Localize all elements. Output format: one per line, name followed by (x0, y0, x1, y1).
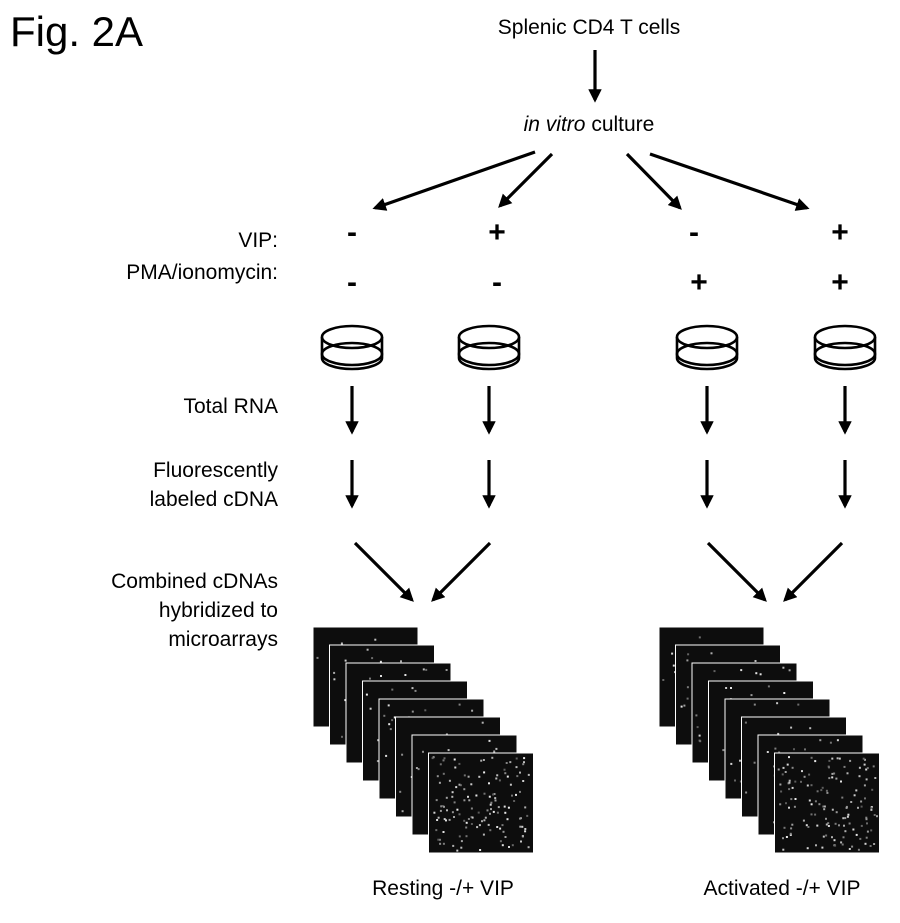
arrow-combine-4 (783, 541, 844, 602)
arrow-to-condition-3 (625, 152, 682, 210)
vip-row-label: VIP: (238, 229, 278, 252)
arrow-combine-1 (353, 541, 414, 602)
arrow-to-condition-4 (649, 152, 810, 211)
vip-sign-4: + (831, 216, 849, 249)
microarray-stack-resting (312, 626, 534, 854)
activated-group-label: Activated -/+ VIP (703, 877, 861, 900)
combined-label: Combined cDNAs hybridized to microarrays (111, 570, 278, 651)
source-label: Splenic CD4 T cells (497, 16, 681, 39)
microarray-stack-activated (658, 626, 880, 854)
pma-row-label: PMA/ionomycin: (126, 261, 278, 284)
culture-italic: in vitro (523, 113, 586, 136)
pma-sign-2: - (492, 266, 502, 299)
dish-icon-1 (320, 324, 384, 371)
pma-sign-3: + (690, 266, 708, 299)
vip-sign-3: - (689, 216, 699, 249)
microarray-slide (428, 752, 534, 854)
pma-sign-4: + (831, 266, 849, 299)
dish-icon-2 (457, 324, 521, 371)
resting-group-label: Resting -/+ VIP (372, 877, 514, 900)
arrow-combine-2 (431, 541, 492, 602)
pma-sign-1: - (347, 266, 357, 299)
arrow-combine-3 (706, 541, 767, 602)
arrow-to-condition-2 (498, 152, 554, 208)
cdna-label: Fluorescently labeled cDNA (149, 459, 278, 511)
vip-sign-2: + (488, 216, 506, 249)
figure-label: Fig. 2A (10, 8, 144, 55)
dish-icon-3 (675, 324, 739, 371)
total-rna-label: Total RNA (183, 395, 278, 418)
arrow-to-condition-1 (372, 150, 536, 211)
vip-sign-1: - (347, 216, 357, 249)
culture-label: in vitro culture (524, 113, 655, 137)
culture-rest: culture (585, 113, 655, 136)
dish-icon-4 (813, 324, 877, 371)
microarray-slide (774, 752, 880, 854)
